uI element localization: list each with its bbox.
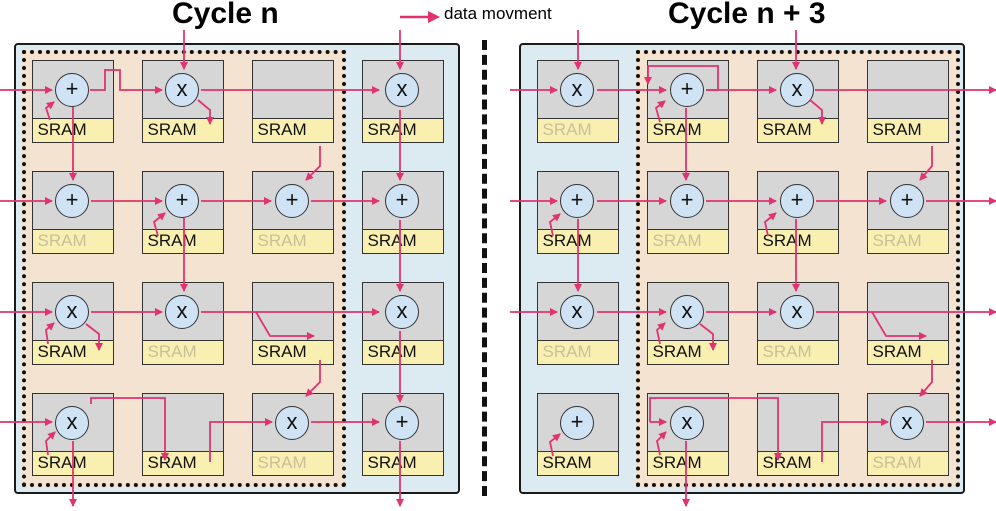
- sram-block: SRAM: [866, 228, 949, 254]
- adder-node: +: [560, 406, 594, 440]
- multiplier-node: x: [780, 295, 814, 329]
- sram-block: SRAM: [361, 117, 444, 143]
- sram-block: SRAM: [646, 450, 729, 476]
- pe-tile: + SRAM: [756, 171, 839, 254]
- adder-node: +: [275, 184, 309, 218]
- multiplier-node: x: [560, 73, 594, 107]
- sram-block: SRAM: [31, 117, 114, 143]
- pe-tile: + SRAM: [361, 393, 444, 476]
- sram-block: SRAM: [31, 339, 114, 365]
- sram-block: SRAM: [141, 450, 224, 476]
- panel-separator: [482, 40, 487, 496]
- sram-block: SRAM: [756, 339, 839, 365]
- sram-block: SRAM: [31, 450, 114, 476]
- pe-tile: + SRAM: [31, 60, 114, 143]
- adder-node: +: [55, 184, 89, 218]
- sram-block: SRAM: [251, 450, 334, 476]
- adder-node: +: [55, 73, 89, 107]
- adder-node: +: [670, 73, 704, 107]
- sram-block: SRAM: [866, 339, 949, 365]
- multiplier-node: x: [55, 406, 89, 440]
- sram-block: SRAM: [536, 339, 619, 365]
- sram-block: SRAM: [251, 339, 334, 365]
- sram-block: SRAM: [31, 228, 114, 254]
- sram-block: SRAM: [756, 228, 839, 254]
- adder-node: +: [165, 184, 199, 218]
- multiplier-node: x: [385, 295, 419, 329]
- sram-block: SRAM: [866, 117, 949, 143]
- multiplier-node: x: [165, 295, 199, 329]
- pe-tile: SRAM: [866, 282, 949, 365]
- sram-block: SRAM: [361, 228, 444, 254]
- multiplier-node: x: [780, 73, 814, 107]
- cycle-n-plus-3-title: Cycle n + 3: [668, 0, 826, 30]
- pe-tile: + SRAM: [866, 171, 949, 254]
- pe-tile: + SRAM: [536, 393, 619, 476]
- sram-block: SRAM: [866, 450, 949, 476]
- sram-block: SRAM: [646, 339, 729, 365]
- multiplier-node: x: [55, 295, 89, 329]
- sram-block: SRAM: [756, 117, 839, 143]
- data-movement-arrow-icon: [400, 11, 440, 23]
- sram-block: SRAM: [536, 228, 619, 254]
- pe-tile: + SRAM: [361, 171, 444, 254]
- pe-tile: + SRAM: [251, 171, 334, 254]
- sram-block: SRAM: [756, 450, 839, 476]
- adder-node: +: [670, 184, 704, 218]
- multiplier-node: x: [385, 73, 419, 107]
- sram-block: SRAM: [646, 228, 729, 254]
- adder-node: +: [890, 184, 924, 218]
- pe-tile: + SRAM: [141, 171, 224, 254]
- pe-tile: + SRAM: [31, 171, 114, 254]
- adder-node: +: [385, 406, 419, 440]
- sram-block: SRAM: [536, 450, 619, 476]
- adder-node: +: [780, 184, 814, 218]
- sram-block: SRAM: [251, 117, 334, 143]
- multiplier-node: x: [670, 406, 704, 440]
- pe-tile: SRAM: [251, 282, 334, 365]
- pe-tile: SRAM: [251, 60, 334, 143]
- multiplier-node: x: [670, 295, 704, 329]
- sram-block: SRAM: [141, 117, 224, 143]
- legend-label: data movment: [444, 4, 552, 23]
- sram-block: SRAM: [141, 228, 224, 254]
- sram-block: SRAM: [141, 339, 224, 365]
- pe-tile: SRAM: [866, 60, 949, 143]
- sram-block: SRAM: [536, 117, 619, 143]
- pe-tile: + SRAM: [536, 171, 619, 254]
- multiplier-node: x: [560, 295, 594, 329]
- pe-tile: SRAM: [756, 393, 839, 476]
- sram-block: SRAM: [251, 228, 334, 254]
- multiplier-node: x: [275, 406, 309, 440]
- sram-block: SRAM: [646, 117, 729, 143]
- sram-block: SRAM: [361, 339, 444, 365]
- pe-tile: SRAM: [141, 393, 224, 476]
- multiplier-node: x: [890, 406, 924, 440]
- multiplier-node: x: [165, 73, 199, 107]
- sram-block: SRAM: [361, 450, 444, 476]
- cycle-n-title: Cycle n: [172, 0, 279, 30]
- adder-node: +: [385, 184, 419, 218]
- pe-tile: + SRAM: [646, 60, 729, 143]
- pe-tile: + SRAM: [646, 171, 729, 254]
- adder-node: +: [560, 184, 594, 218]
